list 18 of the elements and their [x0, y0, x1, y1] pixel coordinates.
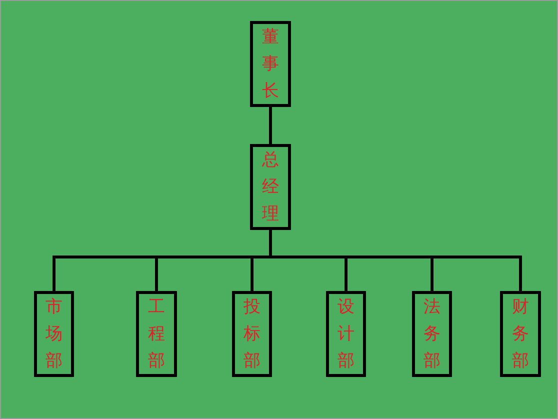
box-title: 总经理 — [262, 148, 280, 226]
box-title: 设计部 — [337, 296, 355, 372]
box-title: 工程部 — [148, 296, 166, 372]
box-title: 董事长 — [262, 26, 280, 102]
connector-line — [269, 230, 522, 291]
org-box — [136, 291, 177, 377]
box-title: 投标部 — [243, 296, 261, 372]
org-box — [500, 291, 541, 377]
org-box — [250, 144, 291, 230]
org-box — [34, 291, 74, 377]
org-box — [412, 291, 452, 377]
box-title: 财务部 — [512, 296, 530, 372]
org-box — [250, 21, 291, 107]
org-box — [232, 291, 272, 377]
org-box — [326, 291, 366, 377]
box-title: 法务部 — [423, 296, 441, 372]
box-title: 市场部 — [45, 296, 63, 372]
connector-line — [269, 107, 272, 144]
